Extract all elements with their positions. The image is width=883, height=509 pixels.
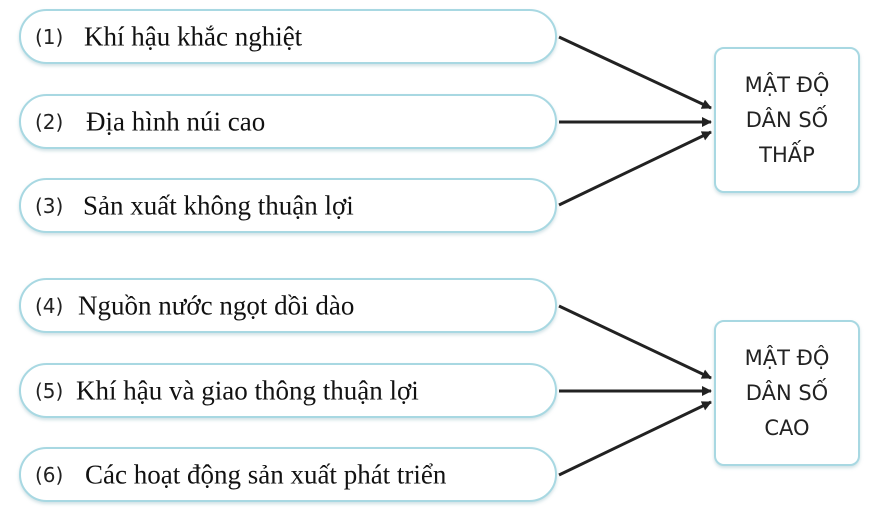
result-low-density: MẬT ĐỘ DÂN SỐ THẤP (714, 47, 860, 193)
result-line: DÂN SỐ (745, 107, 829, 132)
cause-label: Khí hậu và giao thông thuận lợi (76, 375, 419, 405)
cause-number: (6) (35, 462, 64, 487)
cause-number: (5) (35, 378, 64, 403)
arrow-1-to-low (558, 35, 712, 110)
arrow-6-to-high (558, 400, 712, 477)
cause-label: Nguồn nước ngọt dồi dào (78, 290, 355, 320)
arrow-3-to-low (558, 130, 712, 207)
cause-label: Địa hình núi cao (86, 106, 266, 136)
cause-item-3: (3) Sản xuất không thuận lợi (19, 178, 557, 233)
cause-number: (4) (35, 293, 64, 318)
cause-number: (1) (35, 24, 64, 49)
result-line: MẬT ĐỘ (744, 72, 830, 97)
result-line: THẤP (759, 142, 815, 167)
result-high-density: MẬT ĐỘ DÂN SỐ CAO (714, 320, 860, 466)
cause-item-5: (5) Khí hậu và giao thông thuận lợi (19, 363, 557, 418)
cause-item-1: (1) Khí hậu khắc nghiệt (19, 9, 557, 64)
result-line: MẬT ĐỘ (744, 345, 830, 370)
cause-number: (2) (35, 109, 64, 134)
result-line: DÂN SỐ (745, 380, 829, 405)
arrow-4-to-high (558, 304, 712, 380)
cause-item-2: (2) Địa hình núi cao (19, 94, 557, 149)
result-line: CAO (764, 415, 810, 440)
cause-label: Khí hậu khắc nghiệt (84, 21, 303, 51)
cause-item-6: (6) Các hoạt động sản xuất phát triển (19, 447, 557, 502)
cause-item-4: (4) Nguồn nước ngọt dồi dào (19, 278, 557, 333)
cause-number: (3) (35, 193, 64, 218)
cause-label: Các hoạt động sản xuất phát triển (85, 459, 447, 489)
cause-label: Sản xuất không thuận lợi (83, 190, 354, 220)
